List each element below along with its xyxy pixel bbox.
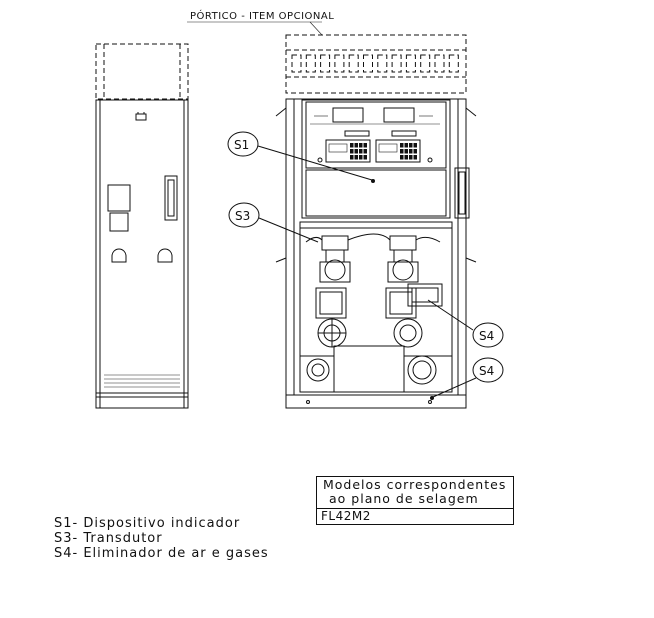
- keypad-key: [363, 143, 367, 148]
- portico-slot: [434, 54, 445, 73]
- motor-left: [306, 358, 330, 382]
- svg-text:S4: S4: [479, 364, 494, 378]
- models-table-header-line1: Modelos correspondentes: [323, 477, 507, 492]
- callout-s1: S1: [227, 131, 373, 181]
- side-vent-grille: [104, 374, 180, 388]
- portico-slot: [363, 54, 373, 73]
- models-table-header: Modelos correspondentes ao plano de sela…: [317, 477, 513, 509]
- display-panel: [305, 101, 447, 169]
- portico-slot: [334, 54, 345, 73]
- pump-right: [385, 287, 423, 348]
- models-table-model: FL42M2: [321, 509, 371, 523]
- keypad-key: [350, 143, 354, 148]
- keypad-key: [400, 149, 404, 154]
- portico-slot: [377, 54, 388, 73]
- keypad-key: [350, 149, 354, 154]
- svg-text:S4: S4: [479, 329, 494, 343]
- legend-item-s3: S3- Transdutor: [54, 531, 163, 546]
- pump-left: [315, 287, 347, 348]
- side-view: [95, 43, 189, 409]
- front-portico-dashed: [285, 34, 467, 94]
- keypad-key: [404, 143, 408, 148]
- side-cabinet-body: [95, 99, 189, 409]
- models-table-header-line2: ao plano de selagem: [329, 491, 479, 506]
- keypad-key: [359, 143, 363, 148]
- keypad-key: [413, 155, 417, 160]
- display-window-left: [332, 107, 364, 123]
- legend-item-s1: S1- Dispositivo indicador: [54, 516, 241, 531]
- keypad-key: [354, 155, 358, 160]
- legend: S1- Dispositivo indicador S3- Transdutor…: [54, 516, 269, 561]
- transducer-left: [319, 235, 351, 283]
- front-cabinet-body: [285, 98, 467, 409]
- keypad-key: [404, 149, 408, 154]
- side-panel-upper: [107, 184, 131, 212]
- callout-s4-upper: S4: [427, 299, 504, 348]
- portico-leader: [309, 21, 323, 36]
- motor-right: [407, 355, 437, 385]
- side-panel-lower: [109, 212, 129, 232]
- keypad-key: [359, 149, 363, 154]
- keypad-key: [413, 149, 417, 154]
- keypad-key: [409, 149, 413, 154]
- portico-slot: [348, 54, 359, 73]
- svg-text:S3: S3: [235, 209, 250, 223]
- keypad-key: [413, 143, 417, 148]
- keypad-key: [363, 149, 367, 154]
- side-nozzle-holder-right: [157, 248, 173, 263]
- keypad-right: [375, 139, 421, 163]
- keypad-key: [363, 155, 367, 160]
- callout-s3: S3: [228, 202, 319, 243]
- legend-item-s4: S4- Eliminador de ar e gases: [54, 546, 269, 561]
- display-window-right: [383, 107, 415, 123]
- portico-slot: [420, 54, 431, 73]
- portico-slot: [448, 54, 459, 73]
- portico-slot: [320, 54, 331, 73]
- portico-slot: [391, 54, 402, 73]
- keypad-key: [409, 143, 413, 148]
- portico-slot: [305, 54, 316, 73]
- side-handle: [164, 175, 178, 221]
- portico-slot: [291, 54, 302, 73]
- keypad-key: [359, 155, 363, 160]
- keypad-key: [354, 143, 358, 148]
- keypad-key: [354, 149, 358, 154]
- keypad-key: [350, 155, 354, 160]
- front-view: [275, 34, 477, 409]
- models-table: Modelos correspondentes ao plano de sela…: [316, 476, 514, 525]
- portico-slots: [291, 54, 459, 73]
- front-side-handle: [454, 167, 470, 219]
- keypad-key: [400, 155, 404, 160]
- side-nozzle-holder-left: [111, 248, 127, 263]
- air-eliminator-right: [407, 283, 443, 307]
- keypad-key: [404, 155, 408, 160]
- svg-text:S1: S1: [234, 138, 249, 152]
- side-portico-dashed: [95, 43, 189, 100]
- callout-s4-lower: S4: [432, 357, 504, 398]
- portico-slot: [405, 54, 416, 73]
- keypad-key: [400, 143, 404, 148]
- motor-housing: [333, 345, 405, 393]
- keypad-key: [409, 155, 413, 160]
- transducer-right: [387, 235, 419, 283]
- keypad-left: [325, 139, 371, 163]
- portico-label: PÓRTICO - ITEM OPCIONAL: [190, 9, 334, 22]
